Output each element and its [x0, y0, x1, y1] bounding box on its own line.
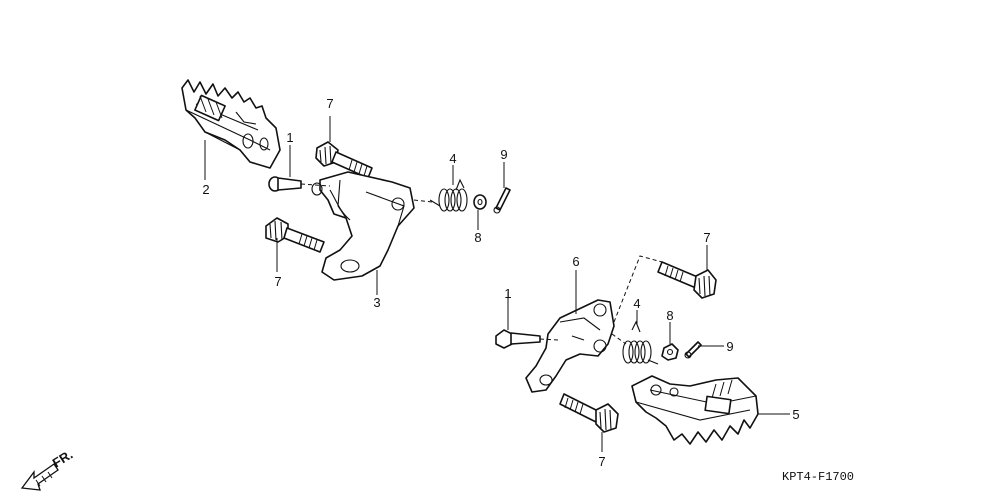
- callout-spring-upper: 4: [449, 151, 456, 166]
- callout-footpeg-upper: 2: [202, 182, 209, 197]
- lower-pin: [684, 341, 702, 359]
- lower-spring: [622, 320, 659, 365]
- diagram-code: KPT4-F1700: [782, 470, 854, 484]
- lower-bolt-bottom: [559, 393, 619, 433]
- callout-bolt-lower-top: 7: [703, 230, 710, 245]
- callout-washer-lower: 8: [666, 308, 673, 323]
- callout-footpeg-lower: 5: [792, 407, 799, 422]
- upper-leader-lines: [204, 116, 505, 295]
- upper-bracket: [311, 171, 415, 281]
- callout-bolt-upper-top: 7: [326, 96, 333, 111]
- lower-washer: [661, 343, 679, 361]
- lower-footpeg: [631, 375, 759, 445]
- lower-bracket: [525, 299, 615, 393]
- callout-bracket-lower: 6: [572, 254, 579, 269]
- callout-pin-lower: 9: [726, 339, 733, 354]
- upper-bolt-bottom: [265, 217, 325, 253]
- upper-spring: [429, 178, 468, 212]
- callout-bracket-upper: 3: [373, 295, 380, 310]
- callout-pivot-bolt-lower: 1: [504, 286, 511, 301]
- callout-bolt-upper-bottom: 7: [274, 274, 281, 289]
- callout-bolt-lower-bottom: 7: [598, 454, 605, 469]
- upper-bolt-top: [315, 141, 373, 179]
- lower-pivot-bolt: [495, 329, 541, 349]
- upper-washer: [473, 194, 487, 210]
- callout-pivot-bolt-upper: 1: [286, 130, 293, 145]
- upper-pivot-bolt: [268, 176, 302, 192]
- callout-spring-lower: 4: [633, 296, 640, 311]
- front-arrow-icon: [20, 463, 59, 491]
- callout-pin-upper: 9: [500, 147, 507, 162]
- upper-footpeg: [181, 79, 281, 169]
- lower-leader-lines: [507, 245, 790, 452]
- lower-bolt-top: [657, 261, 717, 299]
- upper-pin: [493, 187, 511, 214]
- callout-washer-upper: 8: [474, 230, 481, 245]
